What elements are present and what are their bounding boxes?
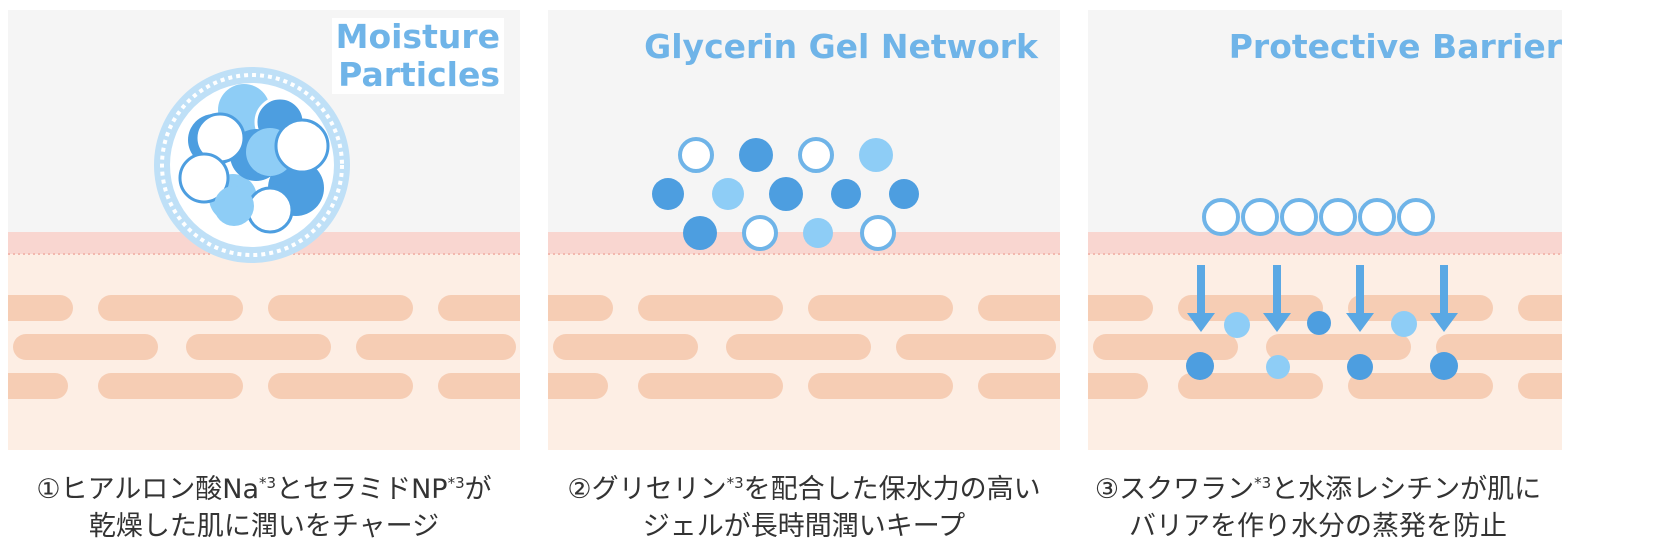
panel-moisture-particles: Moisture Particles [8,10,520,450]
skin-surface [1088,232,1562,254]
skin-cells [548,295,1060,399]
glycerin-gel-molecules [652,137,919,251]
panel-title: Moisture Particles [331,17,504,94]
caption-2: ②グリセリン*3を配合した保水力の高い ジェルが長時間潤いキープ [534,465,1074,545]
skin-cells [8,295,520,399]
caption-3-line-1: ③スクワラン*3と水添レシチンが肌に [1094,474,1542,505]
panel-protective-barrier: Protective Barrier [1088,10,1562,450]
downward-arrow-icons [1187,265,1458,332]
glycerin-illustration [548,10,1060,450]
caption-1-line-2: 乾燥した肌に潤いをチャージ [88,511,440,542]
caption-2-line-2: ジェルが長時間潤いキープ [642,511,966,542]
skin-cells [1088,295,1562,399]
title-line-2: Particles [338,55,500,94]
caption-1: ①ヒアルロン酸Na*3とセラミドNP*3が 乾燥した肌に潤いをチャージ [0,465,534,545]
caption-1-line-1: ①ヒアルロン酸Na*3とセラミドNP*3が [36,474,492,505]
title-line-1: Moisture [335,17,500,56]
panel-glycerin-gel: Glycerin Gel Network [548,10,1060,450]
retained-moisture-dots [1186,311,1458,380]
moisture-particle-cluster [154,67,350,263]
barrier-illustration [1088,10,1562,450]
panel-title: Protective Barrier [1228,27,1562,66]
caption-2-line-1: ②グリセリン*3を配合した保水力の高い [567,474,1041,505]
caption-3-line-2: バリアを作り水分の蒸発を防止 [1129,511,1507,542]
caption-3: ③スクワラン*3と水添レシチンが肌に バリアを作り水分の蒸発を防止 [1048,465,1588,545]
squalane-barrier-row [1202,198,1435,236]
panel-title: Glycerin Gel Network [644,27,1038,66]
skin-surface [548,232,1060,254]
